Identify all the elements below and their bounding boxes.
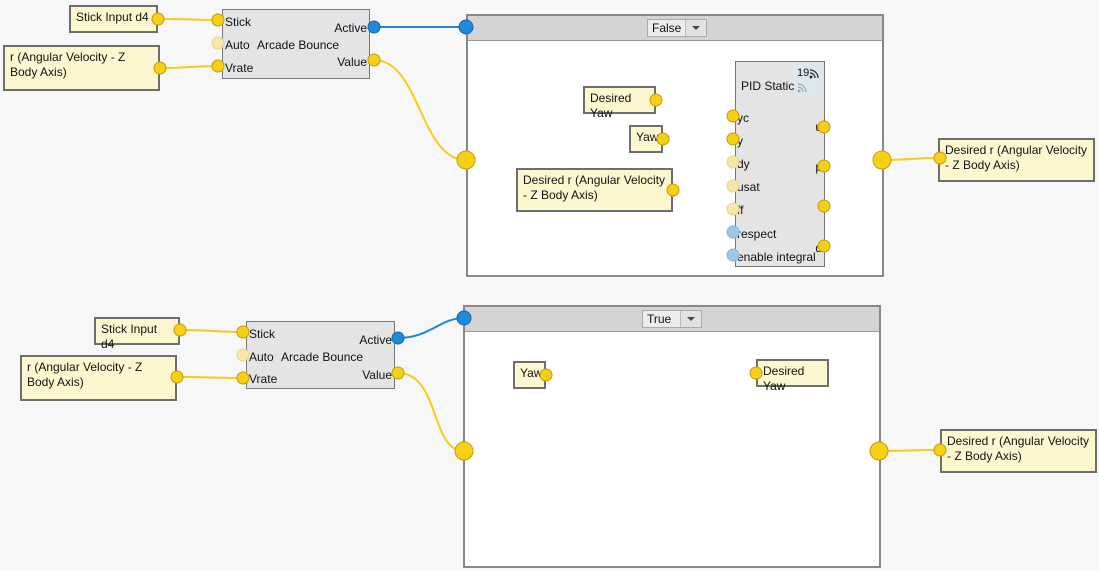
port-var-yaw-top [656, 132, 670, 146]
pid-port-dy [726, 155, 740, 169]
port-label-value: Value [337, 55, 367, 69]
pid-input-y: y [737, 134, 743, 148]
chevron-down-icon[interactable] [685, 20, 706, 36]
wire-value-top [373, 59, 467, 161]
port-value-out-top [367, 53, 381, 67]
pid-input-ff: ff [737, 203, 744, 217]
port-stick-in-bottom [236, 325, 250, 339]
variable-desired-yaw-bottom[interactable]: Desired Yaw [756, 359, 829, 393]
arcade-bounce-block-bottom[interactable]: Stick Auto Arcade Bounce Vrate Active Va… [246, 321, 395, 389]
port-auto-in-top [211, 36, 225, 50]
port-label-auto: Auto [249, 350, 274, 364]
port-var-desired-yaw-bottom [749, 366, 763, 380]
port-vrate-in-bottom [236, 371, 250, 385]
port-auto-in-bottom [236, 348, 250, 362]
variable-desired-r-out-bottom[interactable]: Desired r (Angular Velocity - Z Body Axi… [940, 429, 1097, 473]
state-dropdown-bottom[interactable]: True [642, 310, 702, 328]
signal-icon [809, 69, 819, 79]
signal-icon-disabled [797, 83, 807, 93]
variable-desired-r-in-top[interactable]: Desired r (Angular Velocity - Z Body Axi… [516, 168, 673, 212]
pid-port-ff [726, 202, 740, 216]
port-label-auto: Auto [225, 38, 250, 52]
port-var-rate-bottom [170, 370, 184, 384]
port-var-yaw-bottom [539, 368, 553, 382]
pid-input-dy: dy [737, 157, 750, 171]
pid-port-yc [726, 109, 740, 123]
pid-port-enable-integral [726, 248, 740, 262]
port-active-out-bottom [391, 331, 405, 345]
subsystem-header: True [465, 307, 879, 332]
chevron-down-icon[interactable] [680, 311, 701, 327]
state-dropdown-value: False [652, 21, 682, 35]
pid-port-d [817, 239, 831, 253]
wire-value-bottom [397, 372, 465, 452]
pid-port-usat [726, 179, 740, 193]
pid-port-u [817, 120, 831, 134]
port-sub-in-bottom [454, 441, 474, 461]
port-var-rate-top [153, 61, 167, 75]
switch-subsystem-bottom[interactable]: True [463, 305, 881, 568]
port-active-out-top [367, 20, 381, 34]
pid-port-y [726, 132, 740, 146]
port-var-desired-yaw-top [649, 93, 663, 107]
pid-port-respect [726, 225, 740, 239]
port-enable-in-bottom [456, 310, 472, 326]
variable-desired-r-out-top[interactable]: Desired r (Angular Velocity - Z Body Axi… [938, 138, 1095, 182]
port-var-stick-top [151, 12, 165, 26]
block-title: Arcade Bounce [257, 38, 340, 52]
subsystem-header: False [468, 16, 882, 41]
port-vrate-in-top [211, 59, 225, 73]
port-label-active: Active [334, 21, 367, 35]
port-label-stick: Stick [225, 15, 252, 29]
pid-input-usat: usat [737, 180, 760, 194]
state-dropdown-value: True [647, 312, 672, 326]
port-label-active: Active [359, 333, 392, 347]
pid-input-respect: respect [737, 227, 777, 241]
pid-title: PID Static [741, 79, 795, 93]
pid-input-yc: yc [737, 111, 749, 125]
arcade-bounce-block-top[interactable]: Stick Auto Arcade Bounce Vrate Active Va… [222, 9, 370, 79]
port-label-vrate: Vrate [225, 61, 254, 75]
state-dropdown-top[interactable]: False [647, 19, 707, 37]
port-stick-in-top [211, 13, 225, 27]
port-label-stick: Stick [249, 327, 276, 341]
port-var-desired-r-out-top [933, 151, 947, 165]
port-enable-in-top [458, 19, 474, 35]
block-title: Arcade Bounce [281, 350, 364, 364]
pid-input-enable-integral: enable integral [737, 250, 816, 264]
pid-badge: 19 [794, 65, 823, 97]
port-sub-in-top [456, 150, 476, 170]
variable-angular-velocity-top[interactable]: r (Angular Velocity - Z Body Axis) [3, 45, 160, 91]
pid-port-i [817, 199, 831, 213]
port-sub-out-bottom [869, 441, 889, 461]
variable-desired-yaw-top[interactable]: Desired Yaw [583, 86, 656, 120]
port-var-stick-bottom [173, 323, 187, 337]
pid-port-p [817, 159, 831, 173]
port-label-vrate: Vrate [249, 372, 278, 386]
port-label-value: Value [362, 368, 392, 382]
port-value-out-bottom [391, 366, 405, 380]
variable-stick-input-top[interactable]: Stick Input d4 [69, 5, 158, 33]
port-sub-out-top [872, 150, 892, 170]
variable-angular-velocity-bottom[interactable]: r (Angular Velocity - Z Body Axis) [20, 355, 177, 401]
port-var-desired-r-in-top [666, 183, 680, 197]
port-var-desired-r-out-bottom [933, 443, 947, 457]
